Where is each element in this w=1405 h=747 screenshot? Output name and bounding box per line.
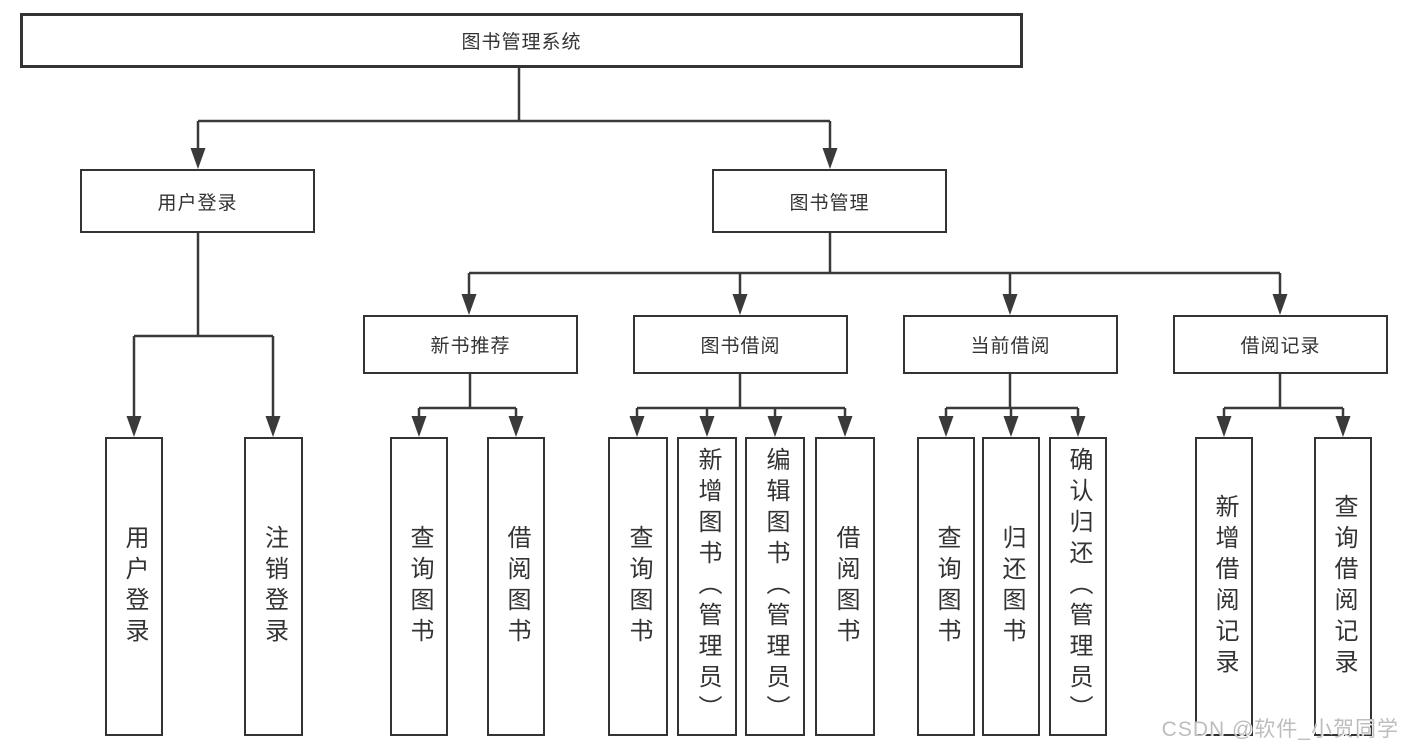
csdn-watermark: CSDN @软件_小贺同学 — [1161, 718, 1399, 741]
leaf-label: 归还图书 — [998, 524, 1025, 649]
leaf-query-books-borrow: 查询图书 — [608, 437, 668, 736]
node-borrowing-records: 借阅记录 — [1173, 315, 1388, 374]
arrowhead-icons — [126, 148, 1351, 437]
node-label: 图书借阅 — [700, 336, 781, 357]
node-current-borrowing: 当前借阅 — [903, 315, 1118, 374]
node-label: 借阅记录 — [1240, 336, 1321, 357]
leaf-label: 新增借阅记录 — [1211, 493, 1238, 680]
leaf-label: 新增图书（管理员） — [694, 447, 721, 726]
leaf-label: 借阅图书 — [832, 524, 859, 649]
node-user-login: 用户登录 — [80, 169, 315, 233]
leaf-label: 注销登录 — [260, 524, 288, 649]
leaf-user-login: 用户登录 — [105, 437, 163, 736]
node-new-book-recommendation: 新书推荐 — [363, 315, 578, 374]
leaf-return-books: 归还图书 — [982, 437, 1040, 736]
leaf-label: 编辑图书（管理员） — [762, 447, 789, 726]
node-label: 图书管理系统 — [461, 32, 582, 53]
leaf-query-borrow-record: 查询借阅记录 — [1314, 437, 1372, 736]
leaf-edit-books-admin: 编辑图书（管理员） — [745, 437, 805, 736]
leaf-query-books-recommend: 查询图书 — [390, 437, 448, 736]
node-label: 图书管理 — [789, 192, 870, 214]
node-book-borrowing: 图书借阅 — [633, 315, 848, 374]
leaf-confirm-return-admin: 确认归还（管理员） — [1049, 437, 1107, 736]
leaf-logout: 注销登录 — [244, 437, 303, 736]
leaf-borrow-books: 借阅图书 — [815, 437, 875, 736]
leaf-add-borrow-record: 新增借阅记录 — [1195, 437, 1253, 736]
leaf-label: 查询图书 — [406, 524, 433, 649]
node-library-management-system: 图书管理系统 — [20, 13, 1023, 68]
node-label: 新书推荐 — [430, 336, 511, 357]
node-book-management: 图书管理 — [712, 169, 947, 233]
node-label: 用户登录 — [157, 192, 238, 214]
node-label: 当前借阅 — [970, 336, 1051, 357]
leaf-label: 查询图书 — [933, 524, 960, 649]
leaf-borrow-books-recommend: 借阅图书 — [487, 437, 545, 736]
leaf-label: 查询借阅记录 — [1330, 493, 1357, 680]
leaf-query-books-current: 查询图书 — [917, 437, 975, 736]
leaf-add-books-admin: 新增图书（管理员） — [677, 437, 737, 736]
leaf-label: 确认归还（管理员） — [1065, 447, 1092, 726]
leaf-label: 用户登录 — [121, 524, 148, 649]
leaf-label: 查询图书 — [625, 524, 652, 649]
leaf-label: 借阅图书 — [503, 524, 530, 649]
